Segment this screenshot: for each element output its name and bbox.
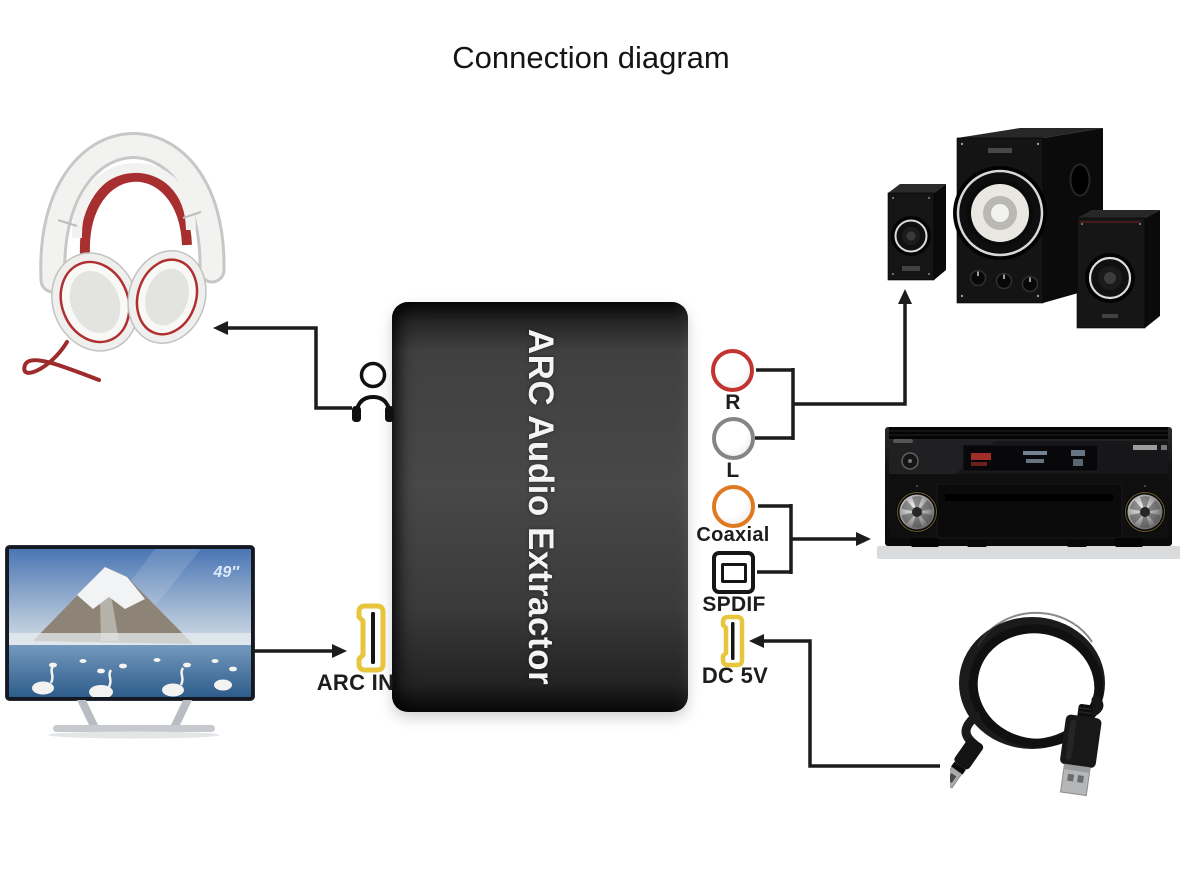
arc-in-label: ARC IN [316, 670, 395, 695]
dc-5v-port [720, 614, 745, 668]
speaker-left-satellite [887, 184, 946, 281]
rca-r-label: R [725, 391, 741, 414]
headphones-jack-icon [352, 361, 394, 422]
device-box: ARC Audio Extractor [392, 302, 688, 712]
diagram-title: Connection diagram [452, 40, 730, 75]
receiver-display [962, 444, 1099, 472]
spdif-label: SPDIF [702, 593, 766, 616]
headphones-right-earcup [127, 250, 207, 344]
receiver-volume-knob-right [1123, 490, 1167, 534]
speaker-subwoofer [953, 128, 1103, 304]
rca-port-r [711, 349, 754, 392]
rca-port-l [712, 417, 755, 460]
device-label: ARC Audio Extractor [521, 328, 560, 686]
headphones-cable [22, 340, 101, 382]
line-usb-to-dc5v [749, 634, 940, 768]
tv-size-badge: 49″ [213, 564, 241, 581]
dc-5v-label: DC 5V [701, 663, 769, 688]
tv-stand [48, 700, 220, 739]
coaxial-label: Coaxial [696, 524, 770, 546]
tv-image: 49″ [5, 545, 255, 739]
headphones-image [22, 132, 226, 382]
headphones-left-earcup [51, 252, 139, 352]
spdif-port-inner [720, 562, 747, 583]
line-to-headphones [213, 321, 352, 410]
receiver-image [877, 427, 1180, 559]
speakers-image [887, 128, 1160, 329]
micro-usb-connector [950, 737, 984, 789]
spdif-port [712, 551, 755, 594]
receiver-base [877, 546, 1180, 559]
speaker-right-satellite [1076, 210, 1160, 329]
tv-swans [32, 658, 237, 697]
arc-in-port [356, 603, 386, 673]
receiver-volume-knob-left [895, 490, 939, 534]
subwoofer-knobs [969, 269, 1039, 293]
rca-l-label: L [726, 459, 740, 482]
tv-screen: 49″ [9, 549, 251, 697]
usb-cable-image [950, 611, 1105, 797]
usb-a-connector [1059, 703, 1102, 797]
coaxial-port [712, 485, 755, 528]
